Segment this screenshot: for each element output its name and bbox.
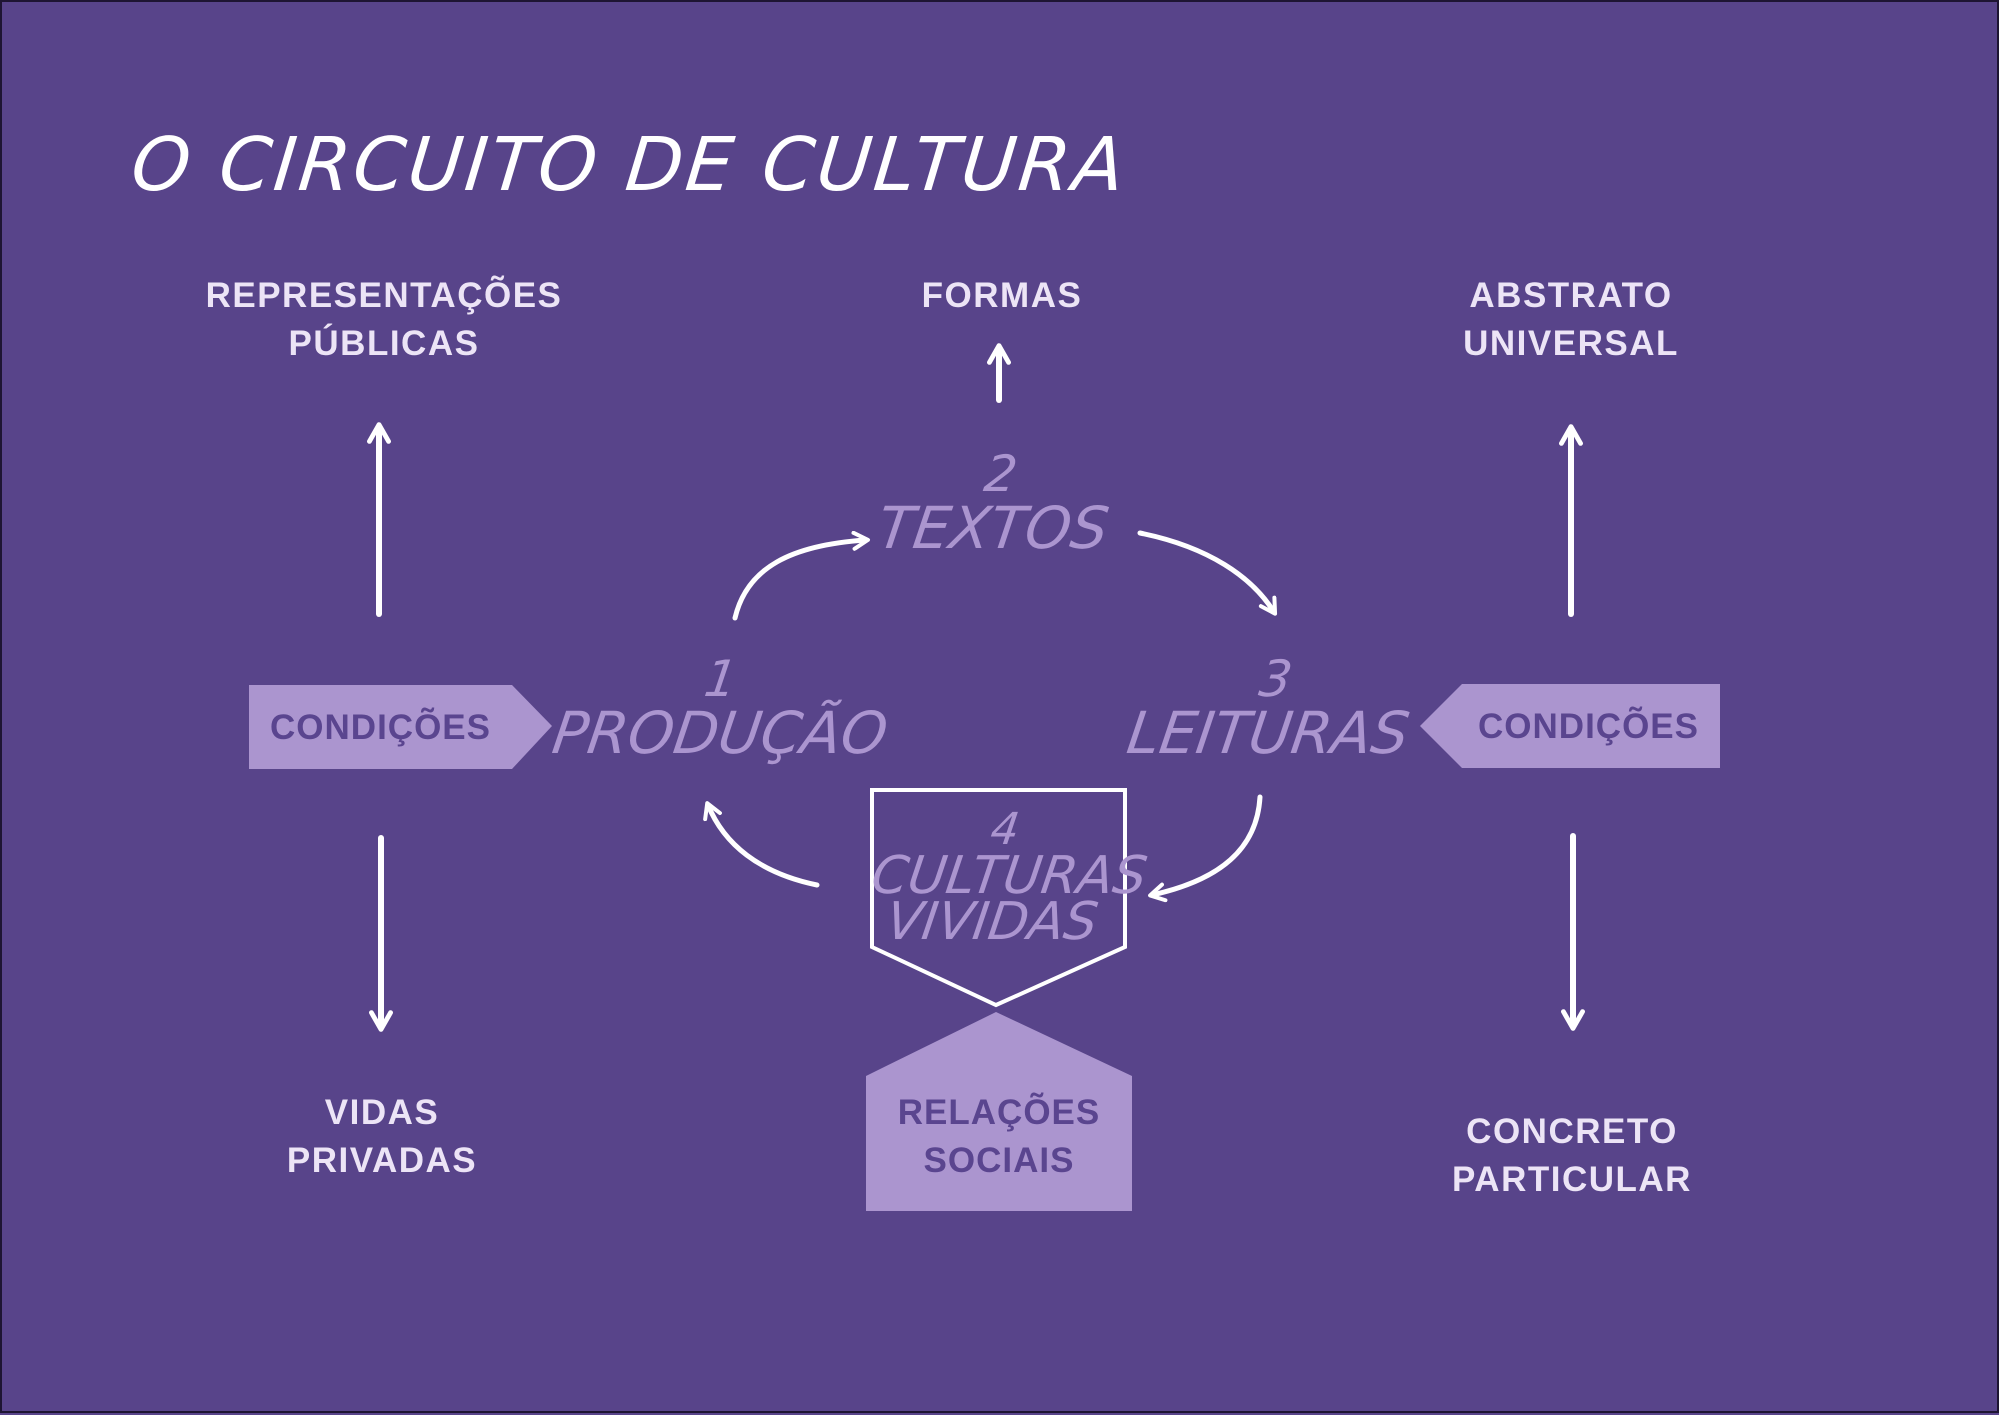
stage-name: LEITURAS	[1123, 699, 1414, 767]
page-title: O CIRCUITO DE CULTURA	[127, 122, 1132, 208]
label-line: VIDAS	[324, 1093, 440, 1132]
stage-number: 3	[1255, 650, 1296, 708]
label-line: PRIVADAS	[286, 1141, 478, 1180]
relations-box	[866, 1012, 1132, 1211]
stage-number: 2	[980, 445, 1021, 503]
texts-to-readings-arrow	[1137, 530, 1278, 616]
label-line: UNIVERSAL	[1463, 324, 1679, 363]
public-representations-label: REPRESENTAÇÕES PÚBLICAS	[184, 272, 584, 368]
stage-production: 1 PRODUÇÃO	[548, 650, 892, 767]
stage-name: VIVIDAS	[882, 892, 1102, 952]
stage-lived-cultures: 4 CULTURAS VIVIDAS	[862, 804, 1151, 952]
stage-readings: 3 LEITURAS	[1114, 650, 1429, 767]
left-conditions-label: CONDIÇÕES	[270, 708, 491, 747]
label-line: SOCIAIS	[923, 1141, 1075, 1180]
social-relations-label: RELAÇÕES SOCIAIS	[866, 1089, 1132, 1185]
label-line: PARTICULAR	[1452, 1160, 1692, 1199]
private-lives-label: VIDAS PRIVADAS	[232, 1089, 532, 1185]
lived-to-production-arrow	[703, 801, 820, 888]
stage-name: TEXTOS	[873, 494, 1113, 562]
concrete-particular-label: CONCRETO PARTICULAR	[1402, 1108, 1742, 1204]
lived-cultures-box	[870, 788, 1127, 1008]
label-line: PÚBLICAS	[288, 324, 480, 363]
label-line: CONCRETO	[1466, 1112, 1678, 1151]
stage-name: PRODUÇÃO	[548, 699, 892, 767]
right-conditions-label: CONDIÇÕES	[1478, 707, 1699, 746]
label-line: REPRESENTAÇÕES	[205, 276, 563, 315]
stage-number: 1	[700, 650, 741, 708]
label-line: RELAÇÕES	[897, 1093, 1101, 1132]
label-line: ABSTRATO	[1469, 276, 1673, 315]
right-conditions-box	[1420, 684, 1720, 768]
production-to-texts-arrow	[732, 530, 870, 621]
forms-label: FORMAS	[921, 276, 1083, 315]
stage-texts: 2 TEXTOS	[844, 445, 1149, 562]
readings-to-lived-arrow	[1148, 794, 1263, 903]
left-conditions-box	[249, 685, 552, 769]
abstract-universal-label: ABSTRATO UNIVERSAL	[1421, 272, 1721, 368]
